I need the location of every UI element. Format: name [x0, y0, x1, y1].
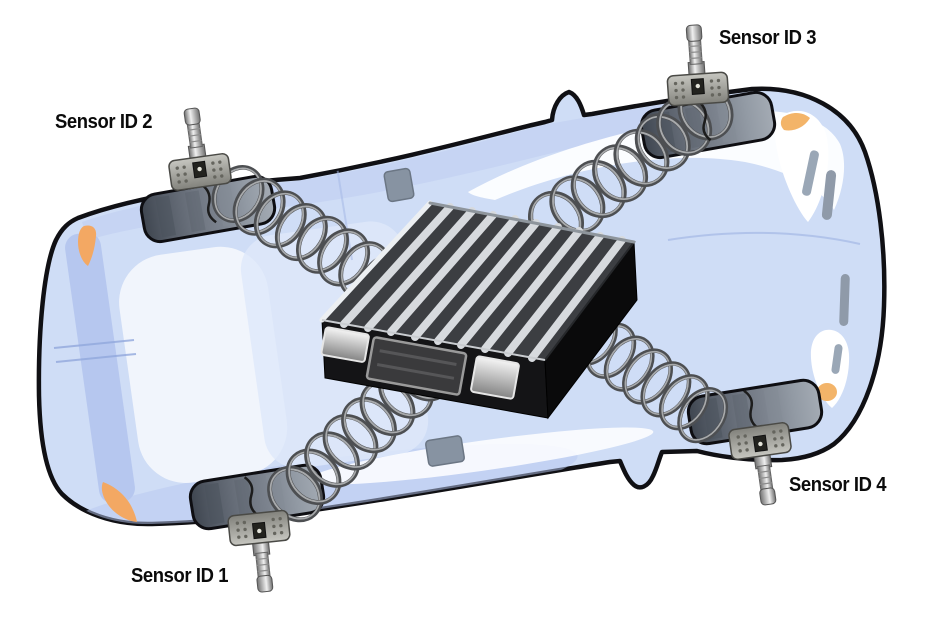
door-handle-top: [383, 167, 415, 203]
door-reflection: [306, 427, 654, 485]
hood-dash-1: [821, 170, 837, 220]
module-face-rim: [321, 319, 546, 361]
headlight-top: [774, 110, 829, 222]
sensor-4-label: Sensor ID 4: [789, 474, 887, 497]
roof-highlight: [119, 246, 288, 483]
sensor-3-label: Sensor ID 3: [719, 27, 817, 50]
trunk-seams: [53, 339, 137, 363]
module-lid-top-edge: [428, 201, 636, 244]
taillight-left-top: [78, 225, 97, 266]
module-connector-left: [320, 326, 370, 363]
receiver-module: [319, 200, 638, 420]
hood-seam: [667, 231, 861, 245]
rear-deck-band: [65, 232, 135, 504]
taillight-left-bottom: [101, 482, 137, 522]
module-lid-ribs: [340, 203, 626, 362]
hood-dash-2: [839, 274, 850, 327]
headlight-bottom: [810, 329, 850, 408]
module-lid-left-bevel: [319, 200, 433, 323]
module-connector-center: [365, 336, 468, 396]
module-connector-right: [470, 355, 520, 400]
door-handle-bottom: [425, 435, 465, 467]
sensor-2-label: Sensor ID 2: [55, 111, 153, 134]
sensor-1-label: Sensor ID 1: [131, 565, 229, 588]
